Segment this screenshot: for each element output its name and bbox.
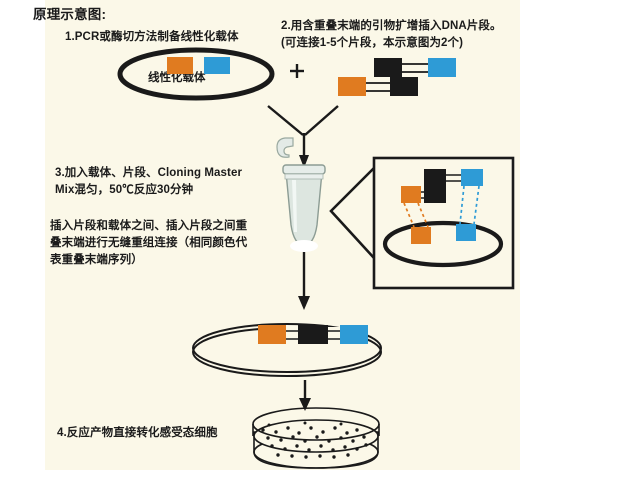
inset-fragment-black-blue [424,169,483,186]
arrow-tube-to-plasmid [298,252,310,310]
insert-fragment-black-blue [374,58,456,77]
step-1-label: 1.PCR或酶切方法制备线性化载体 [65,31,239,43]
assembled-recombinant-plasmid [192,323,382,377]
blue-homology-guides [459,185,480,225]
converging-arrow-to-tube [267,105,339,168]
arrow-plasmid-to-dish [299,380,311,411]
step-2-label: 2.用含重叠末端的引物扩增插入DNA片段。 (可连接1-5个片段，本示意图为2个… [281,20,502,49]
bacterial-colonies [261,421,368,459]
inset-fragment-orange-black [401,186,446,203]
microcentrifuge-tube [276,137,326,252]
recombination-detail-inset [329,156,515,290]
linearized-vector-label: 线性化载体 [148,72,206,84]
figure-title: 原理示意图: [33,7,107,22]
step-3-label: 3.加入载体、片段、Cloning Master Mix混匀，50℃反应30分钟 [55,167,243,196]
plus-sign-icon [290,64,304,78]
petri-dish-with-colonies [252,407,380,469]
insert-fragment-orange-black [338,77,418,96]
step-4-label: 4.反应产物直接转化感受态细胞 [57,427,218,439]
orange-homology-guides [403,202,429,228]
step-3-note: 插入片段和载体之间、插入片段之间重 叠末端进行无缝重组连接（相同颜色代 表重叠末… [50,220,248,266]
linearized-vector-plasmid [117,47,275,101]
